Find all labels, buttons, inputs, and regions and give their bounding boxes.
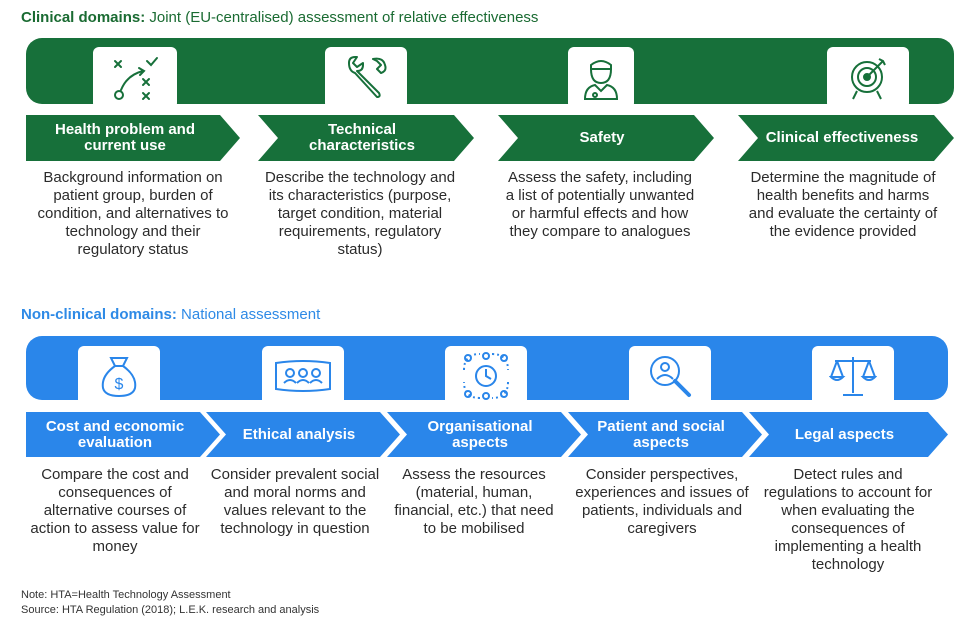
label-safety: Safety [579, 129, 625, 146]
nonclinical-title-bold: Non-clinical domains: [21, 306, 177, 323]
target-icon [827, 47, 909, 109]
nurse-icon [568, 47, 634, 109]
money-bag-icon: $ [78, 346, 160, 406]
clinical-section-title: Clinical domains: Joint (EU-centralised)… [21, 9, 538, 26]
chevron-patient-social: Patient and social aspects [568, 412, 762, 457]
chevron-cost-economic: Cost and economic evaluation [26, 412, 220, 457]
desc-patient-social: Consider perspectives, experiences and i… [575, 466, 749, 537]
label-legal: Legal aspects [794, 425, 895, 443]
label-ethical: Ethical analysis [242, 425, 356, 443]
chevron-legal: Legal aspects [749, 412, 948, 457]
label-organisational: Organisational aspects [427, 417, 533, 451]
nonclinical-section-title: Non-clinical domains: National assessmen… [21, 306, 320, 323]
desc-technical: Describe the technology and its characte… [264, 169, 456, 258]
desc-health-problem: Background information on patient group,… [37, 169, 229, 258]
chevron-technical: Technical characteristics [258, 115, 474, 161]
label-technical: Technical characteristics [309, 121, 415, 154]
desc-ethical: Consider prevalent social and moral norm… [210, 466, 380, 537]
organisation-clock-icon [445, 346, 527, 406]
svg-text:$: $ [115, 376, 124, 393]
label-health-problem: Health problem and current use [54, 121, 196, 154]
scales-icon [812, 346, 894, 406]
clinical-title-bold: Clinical domains: [21, 9, 146, 26]
label-patient-social: Patient and social aspects [597, 417, 725, 451]
clinical-band [26, 38, 954, 104]
nonclinical-title-rest: National assessment [176, 306, 321, 323]
wrench-icon [325, 47, 407, 109]
desc-organisational: Assess the resources (material, human, f… [394, 466, 554, 537]
chevron-health-problem: Health problem and current use [26, 115, 240, 161]
chevron-clinical-effectiveness: Clinical effectiveness [738, 115, 954, 161]
desc-cost-economic: Compare the cost and consequences of alt… [30, 466, 200, 555]
label-cost-economic: Cost and economic evaluation [45, 417, 185, 451]
tactics-icon [93, 47, 177, 109]
desc-legal: Detect rules and regulations to account … [763, 466, 933, 573]
desc-clinical-effectiveness: Determine the magnitude of health benefi… [748, 169, 938, 240]
footer-note: Note: HTA=Health Technology Assessment [21, 589, 231, 601]
people-frame-icon [262, 346, 344, 406]
chevron-organisational: Organisational aspects [387, 412, 581, 457]
label-clinical-effectiveness: Clinical effectiveness [765, 129, 919, 146]
chevron-ethical: Ethical analysis [206, 412, 400, 457]
chevron-safety: Safety [498, 115, 714, 161]
desc-safety: Assess the safety, including a list of p… [505, 169, 695, 240]
footer-source: Source: HTA Regulation (2018); L.E.K. re… [21, 604, 320, 616]
clinical-title-rest: Joint (EU-centralised) assessment of rel… [145, 9, 539, 26]
magnifier-person-icon [629, 346, 711, 406]
